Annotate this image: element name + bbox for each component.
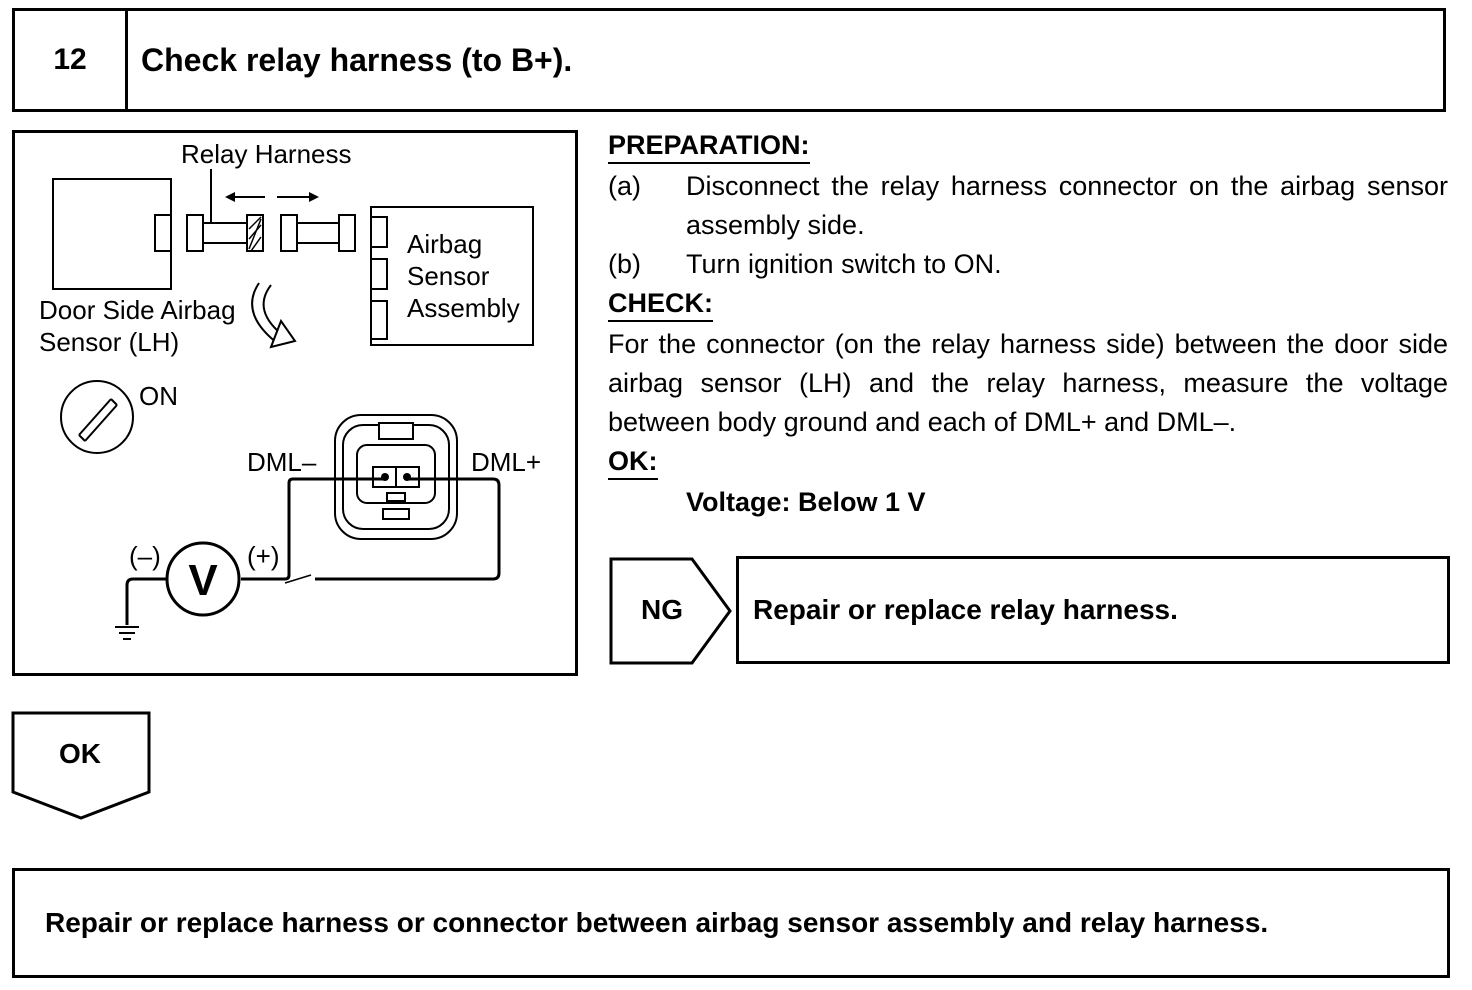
diagram-svg: Relay Harness Airbag Sensor Assembly Doo… [39,139,541,640]
ok-label: OK [59,738,101,769]
airbag-sensor-label-2: Sensor [407,261,490,291]
final-action-text: Repair or replace harness or connector b… [45,907,1269,938]
ignition-switch-icon [60,380,134,454]
ground-wire [125,577,167,625]
ng-arrow-shape [609,557,732,665]
step-letter: (a) [608,171,641,201]
door-sensor-box [52,178,172,290]
step-text: Disconnect the relay harness connector o… [686,171,1448,240]
relay-harness-connector-left [186,214,204,252]
ok-spec-value: Voltage: Below 1 V [686,487,926,517]
connector-face-icon [334,414,458,540]
check-text: For the connector (on the relay harness … [608,329,1448,437]
instructions: PREPARATION: (a) Disconnect the relay ha… [608,126,1448,522]
door-sensor-label-1: Door Side Airbag [39,295,236,325]
step-title: Check relay harness (to B+). [141,41,573,78]
ok-arrow-shape [11,711,151,820]
ng-label: NG [641,594,683,625]
relay-harness-label: Relay Harness [181,139,352,169]
dml-minus-label: DML– [247,447,317,477]
airbag-sensor-label-1: Airbag [407,229,482,259]
meter-plus-label: (+) [247,541,280,571]
ng-action-text: Repair or replace relay harness. [753,594,1178,625]
ignition-on-label: ON [139,381,178,411]
wiring-diagram: Relay Harness Airbag Sensor Assembly Doo… [12,130,578,676]
meter-minus-label: (–) [129,541,161,571]
door-sensor-connector [154,214,172,252]
step-header: 12 Check relay harness (to B+). [12,8,1446,112]
step-number: 12 [15,11,128,109]
relay-harness-connector-right [280,214,298,252]
ng-action-box: Repair or replace relay harness. [736,556,1450,664]
check-heading: CHECK: [608,287,713,322]
preparation-step-b: (b) Turn ignition switch to ON. [608,245,1448,284]
preparation-step-a: (a) Disconnect the relay harness connect… [608,167,1448,245]
probe-wire [241,477,385,581]
ok-heading: OK: [608,445,658,480]
step-text: Turn ignition switch to ON. [686,249,1002,279]
airbag-sensor-label-3: Assembly [407,293,520,323]
preparation-heading: PREPARATION: [608,129,810,164]
final-action-box: Repair or replace harness or connector b… [12,868,1450,978]
door-sensor-label-2: Sensor (LH) [39,327,179,357]
voltmeter-symbol: V [188,556,218,605]
step-letter: (b) [608,249,641,279]
dml-plus-label: DML+ [471,447,541,477]
